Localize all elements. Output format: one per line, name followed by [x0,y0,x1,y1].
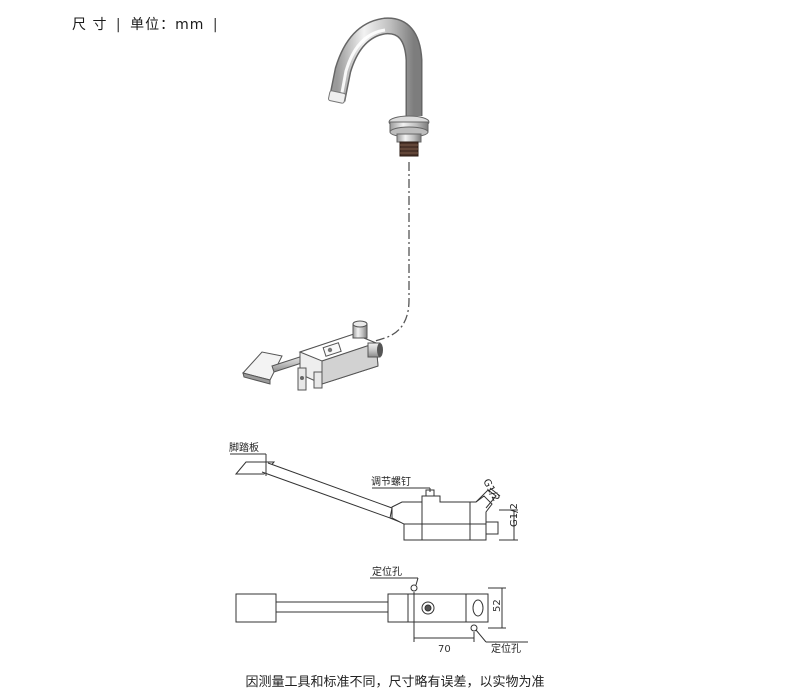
header-title: 尺 寸 [72,17,108,33]
top-view-drawing [235,577,528,643]
dimension-width: 70 [438,644,451,655]
faucet-spout [328,17,430,157]
label-adjust-screw: 调节螺钉 [371,476,411,488]
side-view-drawing [230,453,518,541]
dimension-height: 52 [492,599,503,612]
page-header: 尺 寸 | 单位：mm | [72,14,222,34]
label-locating-hole-top: 定位孔 [372,565,402,578]
pedal-valve-3d [242,320,383,391]
disclaimer-caption: 因测量工具和标准不同，尺寸略有误差，以实物为准 [245,675,545,690]
hose-line [371,162,410,343]
label-locating-hole-bottom: 定位孔 [491,642,521,655]
label-thread-b: G1/2 [509,503,520,527]
header-separator-end: | [212,17,219,33]
label-pedal-board: 脚踏板 [229,441,259,454]
header-separator: | [115,17,122,33]
header-unit: 单位：mm [130,17,205,33]
